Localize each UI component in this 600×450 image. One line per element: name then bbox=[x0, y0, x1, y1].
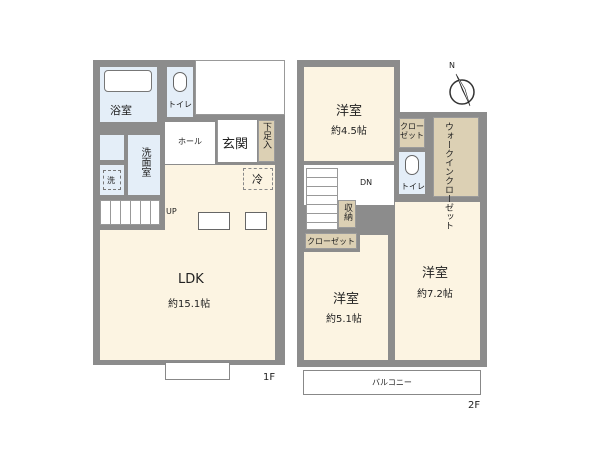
room-a-label: 洋室 bbox=[336, 104, 363, 119]
entrance bbox=[217, 120, 257, 162]
room-b[interactable] bbox=[304, 252, 388, 360]
hall bbox=[165, 122, 215, 164]
stairs-dn-label: DN bbox=[360, 178, 373, 187]
floor1-label: 1F bbox=[263, 372, 276, 383]
fridge-space bbox=[243, 168, 273, 190]
bay-window bbox=[165, 362, 230, 380]
room-b-top bbox=[360, 235, 388, 255]
room-c[interactable] bbox=[395, 202, 480, 360]
room-c-label: 洋室 bbox=[422, 266, 449, 281]
floor2-label: 2F bbox=[468, 400, 481, 411]
sink-icon bbox=[198, 212, 230, 230]
washer-label: 洗 bbox=[107, 176, 115, 185]
bath-label: 浴室 bbox=[110, 104, 132, 117]
hall-label: ホール bbox=[178, 137, 202, 146]
balcony-label: バルコニー bbox=[372, 378, 412, 387]
stairs-up-label: UP bbox=[166, 207, 177, 216]
room-b-label: 洋室 bbox=[333, 292, 360, 307]
closet-a bbox=[399, 118, 425, 148]
washroom bbox=[128, 135, 160, 195]
bathtub-icon bbox=[104, 70, 152, 92]
toilet-2f-icon bbox=[405, 155, 419, 175]
porch bbox=[195, 60, 285, 115]
storage-1f bbox=[100, 135, 124, 160]
shoe-storage bbox=[258, 120, 275, 162]
stairs-2f[interactable] bbox=[306, 168, 338, 230]
closet-b-label: クローゼット bbox=[307, 237, 355, 246]
balcony[interactable] bbox=[303, 370, 481, 395]
toilet-2f-label: トイレ bbox=[401, 182, 425, 191]
room-a[interactable] bbox=[304, 67, 394, 161]
room-b-size: 約5.1帖 bbox=[326, 314, 362, 325]
closet-a-label: クローゼット bbox=[400, 122, 424, 140]
room-a-size: 約4.5帖 bbox=[331, 126, 367, 137]
storage-label: 収納 bbox=[342, 203, 352, 221]
fridge-label: 冷 bbox=[252, 173, 263, 186]
stairs-1f[interactable] bbox=[100, 200, 160, 225]
toilet-1f-label: トイレ bbox=[168, 100, 192, 109]
shoe-storage-label: 下足入 bbox=[261, 122, 271, 149]
entrance-label: 玄関 bbox=[222, 137, 249, 152]
stove-icon bbox=[245, 212, 267, 230]
toilet-icon bbox=[173, 72, 187, 92]
walk-in-label: ウォークインクローゼット bbox=[443, 122, 453, 230]
washer-box bbox=[103, 170, 121, 190]
compass-north-label: N bbox=[449, 61, 455, 70]
storage-2f bbox=[338, 200, 356, 228]
ldk-main[interactable] bbox=[100, 230, 275, 360]
washroom-label: 洗面室 bbox=[139, 147, 150, 177]
compass-icon bbox=[449, 73, 475, 107]
ldk-size: 約15.1帖 bbox=[168, 299, 211, 310]
ldk-label: LDK bbox=[178, 272, 204, 287]
closet-b bbox=[305, 233, 357, 249]
walk-in-closet bbox=[433, 117, 479, 197]
room-c-size: 約7.2帖 bbox=[417, 289, 453, 300]
